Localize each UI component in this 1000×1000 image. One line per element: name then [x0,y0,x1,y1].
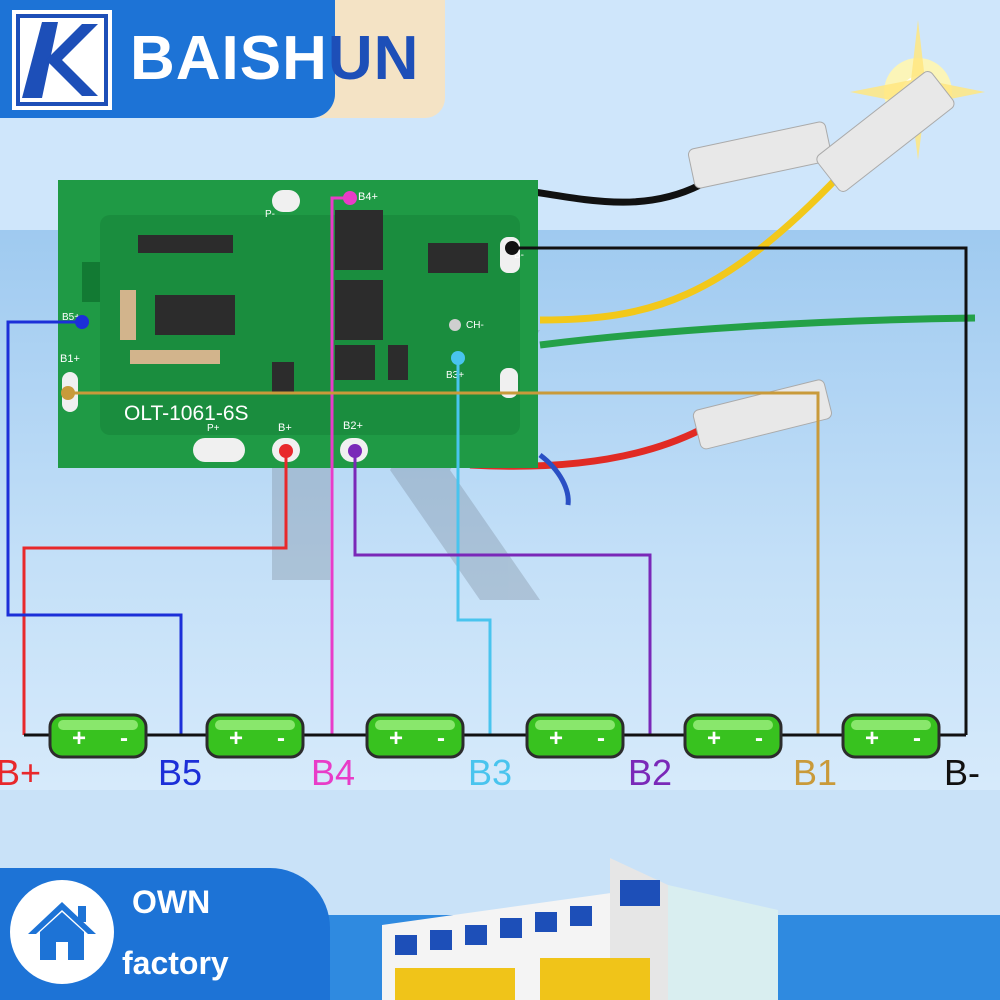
pad-label-ch-minus: CH- [466,320,484,331]
house-icon [10,880,114,984]
pad-dot-b-minus [505,241,519,255]
wire-b3 [456,358,492,735]
pad-label-b1-plus: B1+ [60,353,80,365]
cell-plus-label: + [865,725,879,752]
connector-terminal-red [692,379,832,450]
cell-minus-label: - [913,725,921,752]
cell-plus-label: + [389,725,403,752]
terminal-label-b5: B5 [158,752,202,793]
terminal-label-b3: B3 [468,752,512,793]
cell-minus-label: - [597,725,605,752]
wire-b5 [6,320,183,735]
brand-name: BAISHUN [130,24,419,94]
pad-dot-b2 [348,444,362,458]
bs-logo-icon [12,10,112,110]
terminal-label-b-minus: B- [944,752,980,793]
connector-terminal-yellow [816,71,955,192]
cell-plus-label: + [72,725,86,752]
board-model-label: OLT-1061-6S [124,402,249,425]
battery-cell: + - [525,713,625,759]
building-icon [382,858,778,1000]
terminal-label-b-plus: B+ [0,752,41,793]
yellow-wire [539,172,843,324]
pad-dot-b1 [61,386,75,400]
wire-b1 [68,391,820,735]
battery-cell: + - [683,713,783,759]
pad-label-b5-plus: B5+ [62,312,80,323]
pad-label-b-minus: B- [514,250,524,261]
pad-dot-b5 [75,315,89,329]
pad-dot-b-plus [279,444,293,458]
cell-plus-label: + [707,725,721,752]
pad-label-b3-plus: B3+ [446,370,464,381]
battery-cell: + - [205,713,305,759]
pad-dot-b3 [451,351,465,365]
wire-b2 [353,451,652,735]
connector-terminal-black [687,121,833,189]
terminal-label-b2: B2 [628,752,672,793]
cell-minus-label: - [437,725,445,752]
pad-label-b4-plus: B4+ [358,191,378,203]
pad-dot-b4 [343,191,357,205]
brand-banner-tail [320,0,445,118]
wire-b-plus [22,451,288,735]
green-wire [539,314,976,349]
pad-label-p-minus: P- [265,209,275,220]
terminal-label-b1: B1 [793,752,837,793]
brand-name-part-a: BAISH [130,24,328,93]
cell-minus-label: - [277,725,285,752]
battery-cell: + - [48,713,148,759]
battery-cells: + - + - + - + - + - [48,713,941,759]
cell-minus-label: - [755,725,763,752]
cell-plus-label: + [229,725,243,752]
cell-minus-label: - [120,725,128,752]
battery-cell: + - [365,713,465,759]
wire-b-minus [512,246,968,735]
brand-name-part-b: UN [327,24,420,93]
blue-wire [538,453,571,506]
pcb-board: OLT-1061-6S P- B4+ B- B5+ B1+ CH- B3+ B2… [58,180,538,468]
battery-cell: + - [841,713,941,759]
footer-line-2: factory [122,945,229,981]
terminal-label-b4: B4 [311,752,355,793]
pad-label-p-plus: P+ [207,423,220,434]
cell-plus-label: + [549,725,563,752]
pad-label-b-plus: B+ [278,422,292,434]
pad-label-b2-plus: B2+ [343,420,363,432]
footer-line-1: OWN [132,884,211,920]
